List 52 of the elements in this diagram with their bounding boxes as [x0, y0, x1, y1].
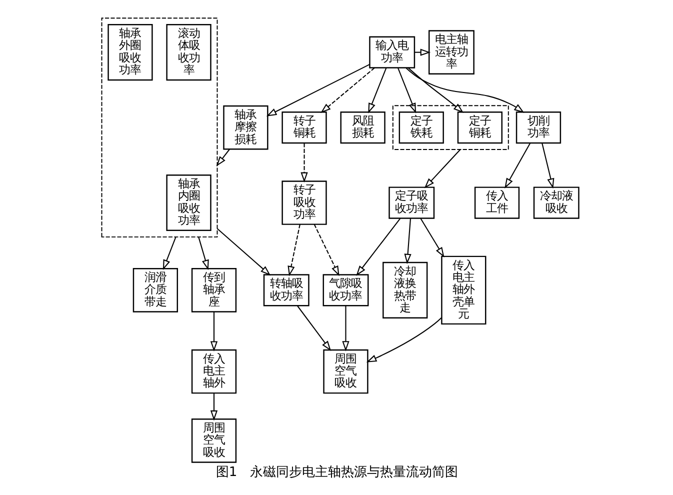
node-box: 冷却液吸收 — [532, 186, 579, 219]
node-box: 传入电主轴外壳单元 — [440, 256, 486, 325]
arrow — [162, 236, 176, 270]
node-box: 传入电主轴外 — [190, 349, 236, 394]
arrow — [210, 393, 218, 421]
arrow — [313, 224, 339, 276]
node-box: 润滑介质带走 — [132, 268, 178, 312]
arrow — [296, 306, 331, 352]
node-box: 风阻损耗 — [340, 111, 385, 144]
arrow — [368, 68, 386, 114]
arrow — [424, 149, 460, 188]
arrow — [366, 317, 442, 362]
cluster — [100, 18, 218, 238]
caption: 图1 永磁同步电主轴热源与热量流动简图 — [215, 464, 458, 480]
arrow — [541, 143, 554, 189]
node-box: 传到轴承座 — [190, 268, 236, 312]
arrow — [404, 218, 411, 264]
node-box: 定子铁耗 — [398, 111, 444, 144]
arrow — [504, 142, 530, 188]
node-box: 轴承外圈吸收功率 — [107, 24, 152, 81]
node-box: 周围空气吸收 — [322, 349, 368, 394]
arrow — [420, 218, 444, 258]
node-box: 滚动体吸收功率 — [166, 24, 211, 81]
arrow — [210, 312, 218, 352]
node-box: 转子铜耗 — [281, 111, 326, 144]
arrow — [198, 236, 208, 270]
node-box: 周围空气吸收 — [190, 418, 236, 463]
node-box: 电主轴运转功率 — [428, 30, 474, 74]
node-box: 定子吸收功率 — [388, 186, 434, 219]
arrow — [287, 224, 300, 276]
arrow — [414, 48, 430, 56]
node-box: 切削功率 — [515, 111, 561, 144]
node-box: 轴承内圈吸收功率 — [166, 174, 211, 232]
arrow — [320, 67, 374, 114]
arrow — [216, 148, 230, 166]
cluster — [392, 105, 508, 150]
arrow — [356, 218, 400, 276]
node-box: 转轴吸收功率 — [262, 274, 309, 306]
node-box: 气隙吸收功率 — [322, 274, 368, 306]
arrow — [266, 64, 370, 116]
arrow — [397, 68, 416, 114]
node-box: 传入工件 — [474, 186, 520, 219]
node-box: 定子铜耗 — [456, 111, 502, 144]
node-box: 冷却液换热带走 — [382, 262, 428, 318]
arrow — [342, 306, 349, 352]
arrow — [405, 68, 524, 113]
node-box: 转子吸收功率 — [281, 180, 326, 225]
arrow — [216, 228, 270, 276]
arrow — [407, 67, 464, 113]
node-box: 输入电功率 — [368, 36, 415, 68]
node-box: 轴承摩擦损耗 — [222, 105, 268, 150]
arrow — [300, 143, 308, 183]
